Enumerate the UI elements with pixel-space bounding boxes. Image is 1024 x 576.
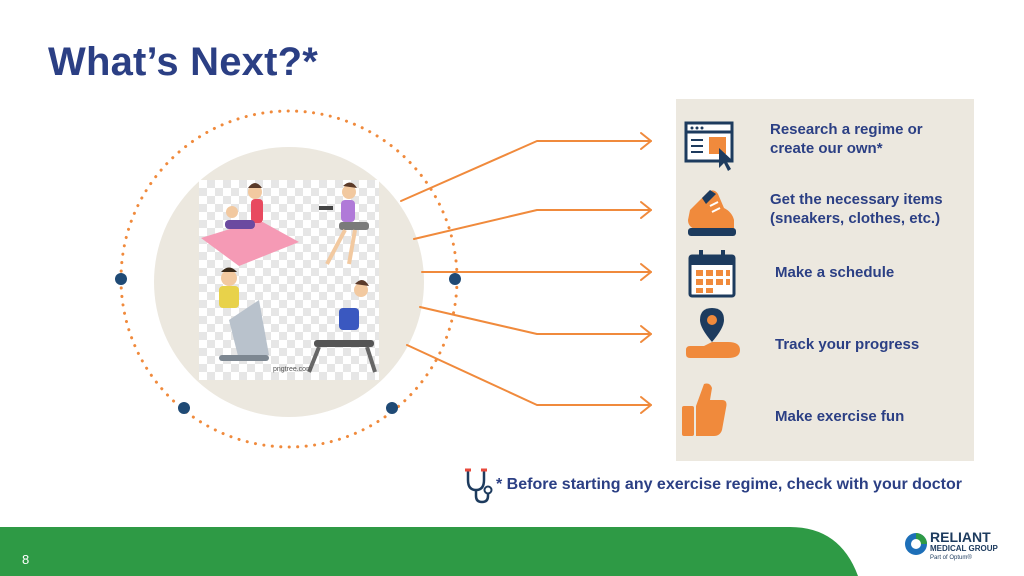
reliant-logo-icon [905,533,927,555]
step-1-line-2: create our own* [770,140,883,157]
step-1-label: Research a regime or create our own* [770,120,923,158]
exercise-illustration: pngtree.com [199,180,379,380]
arrow-4-head [640,325,652,343]
step-2-label: Get the necessary items (sneakers, cloth… [770,190,943,228]
step-3-line-1: Make a schedule [775,264,895,281]
orbit-dot-bottom-left [178,402,190,414]
calendar-icon [688,250,736,298]
step-4-line-1: Track your progress [775,336,920,353]
thumbs-up-icon [682,383,727,436]
step-2-line-2: (sneakers, clothes, etc.) [770,210,941,227]
logo-tagline: Part of Optum® [930,555,972,561]
step-4-label: Track your progress [775,335,919,354]
step-1-line-1: Research a regime or [770,121,923,138]
orbit-dot-left [115,273,127,285]
arrow-3-head [640,263,652,281]
arrow-4-line [419,306,652,335]
company-logo: RELIANT MEDICAL GROUP Part of Optum® [904,530,1014,570]
arrow-1-line [400,140,652,202]
step-3-label: Make a schedule [775,263,894,282]
step-5-label: Make exercise fun [775,407,904,426]
page-number: 8 [22,552,30,567]
image-watermark: pngtree.com [273,366,312,373]
arrow-5-line [406,344,652,406]
stethoscope-icon [465,468,493,504]
exercise-figures-icon [201,182,377,373]
sneaker-icon [688,190,736,236]
map-pin-path-icon [686,308,740,358]
footnote-text: * Before starting any exercise regime, c… [496,476,962,493]
footer-band [0,527,858,576]
slide-title: What’s Next?* [48,40,319,84]
step-2-line-1: Get the necessary items [770,191,943,208]
step-5-line-1: Make exercise fun [775,408,905,425]
logo-subtitle: MEDICAL GROUP [930,544,998,553]
arrow-1-head [640,132,652,150]
orbit-dot-right [449,273,461,285]
arrow-5-head [640,396,652,414]
orbit-dot-bottom-right [386,402,398,414]
browser-window-icon [684,121,734,171]
arrow-2-line [413,209,652,240]
arrow-2-head [640,201,652,219]
logo-name: RELIANT [930,529,991,545]
